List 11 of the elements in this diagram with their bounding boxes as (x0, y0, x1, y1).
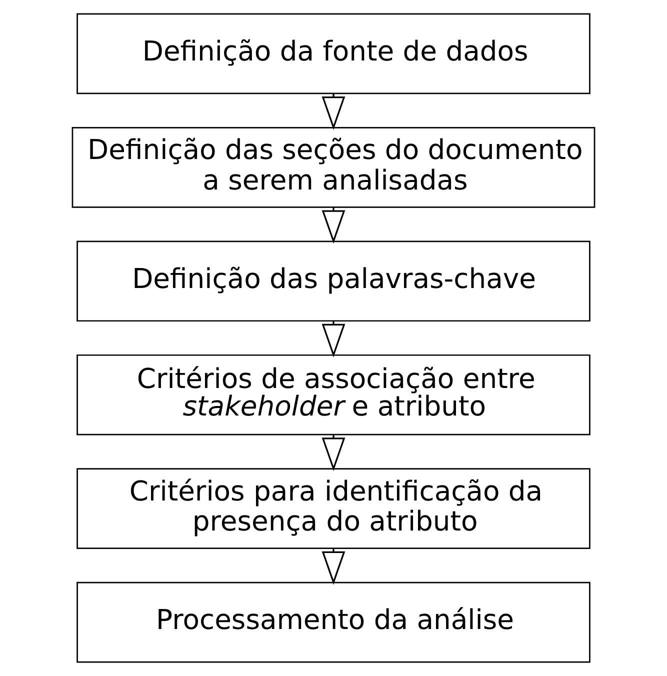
node-box: Critérios para identificação da presença do atributo (76, 468, 590, 549)
node-box: Definição das palavras-chave (76, 240, 590, 322)
arrow (322, 548, 346, 585)
node-box: Processamento da análise (76, 582, 590, 663)
node-box: Critérios de associação entre stakeholder e atributo (76, 354, 590, 436)
arrow (322, 208, 346, 244)
node-box: Definição da fonte de dados (76, 13, 590, 94)
arrow (322, 94, 346, 130)
arrow (322, 321, 346, 358)
node-box: Definição das seções do documento a serem analisadas (72, 127, 596, 208)
arrow (322, 435, 346, 472)
